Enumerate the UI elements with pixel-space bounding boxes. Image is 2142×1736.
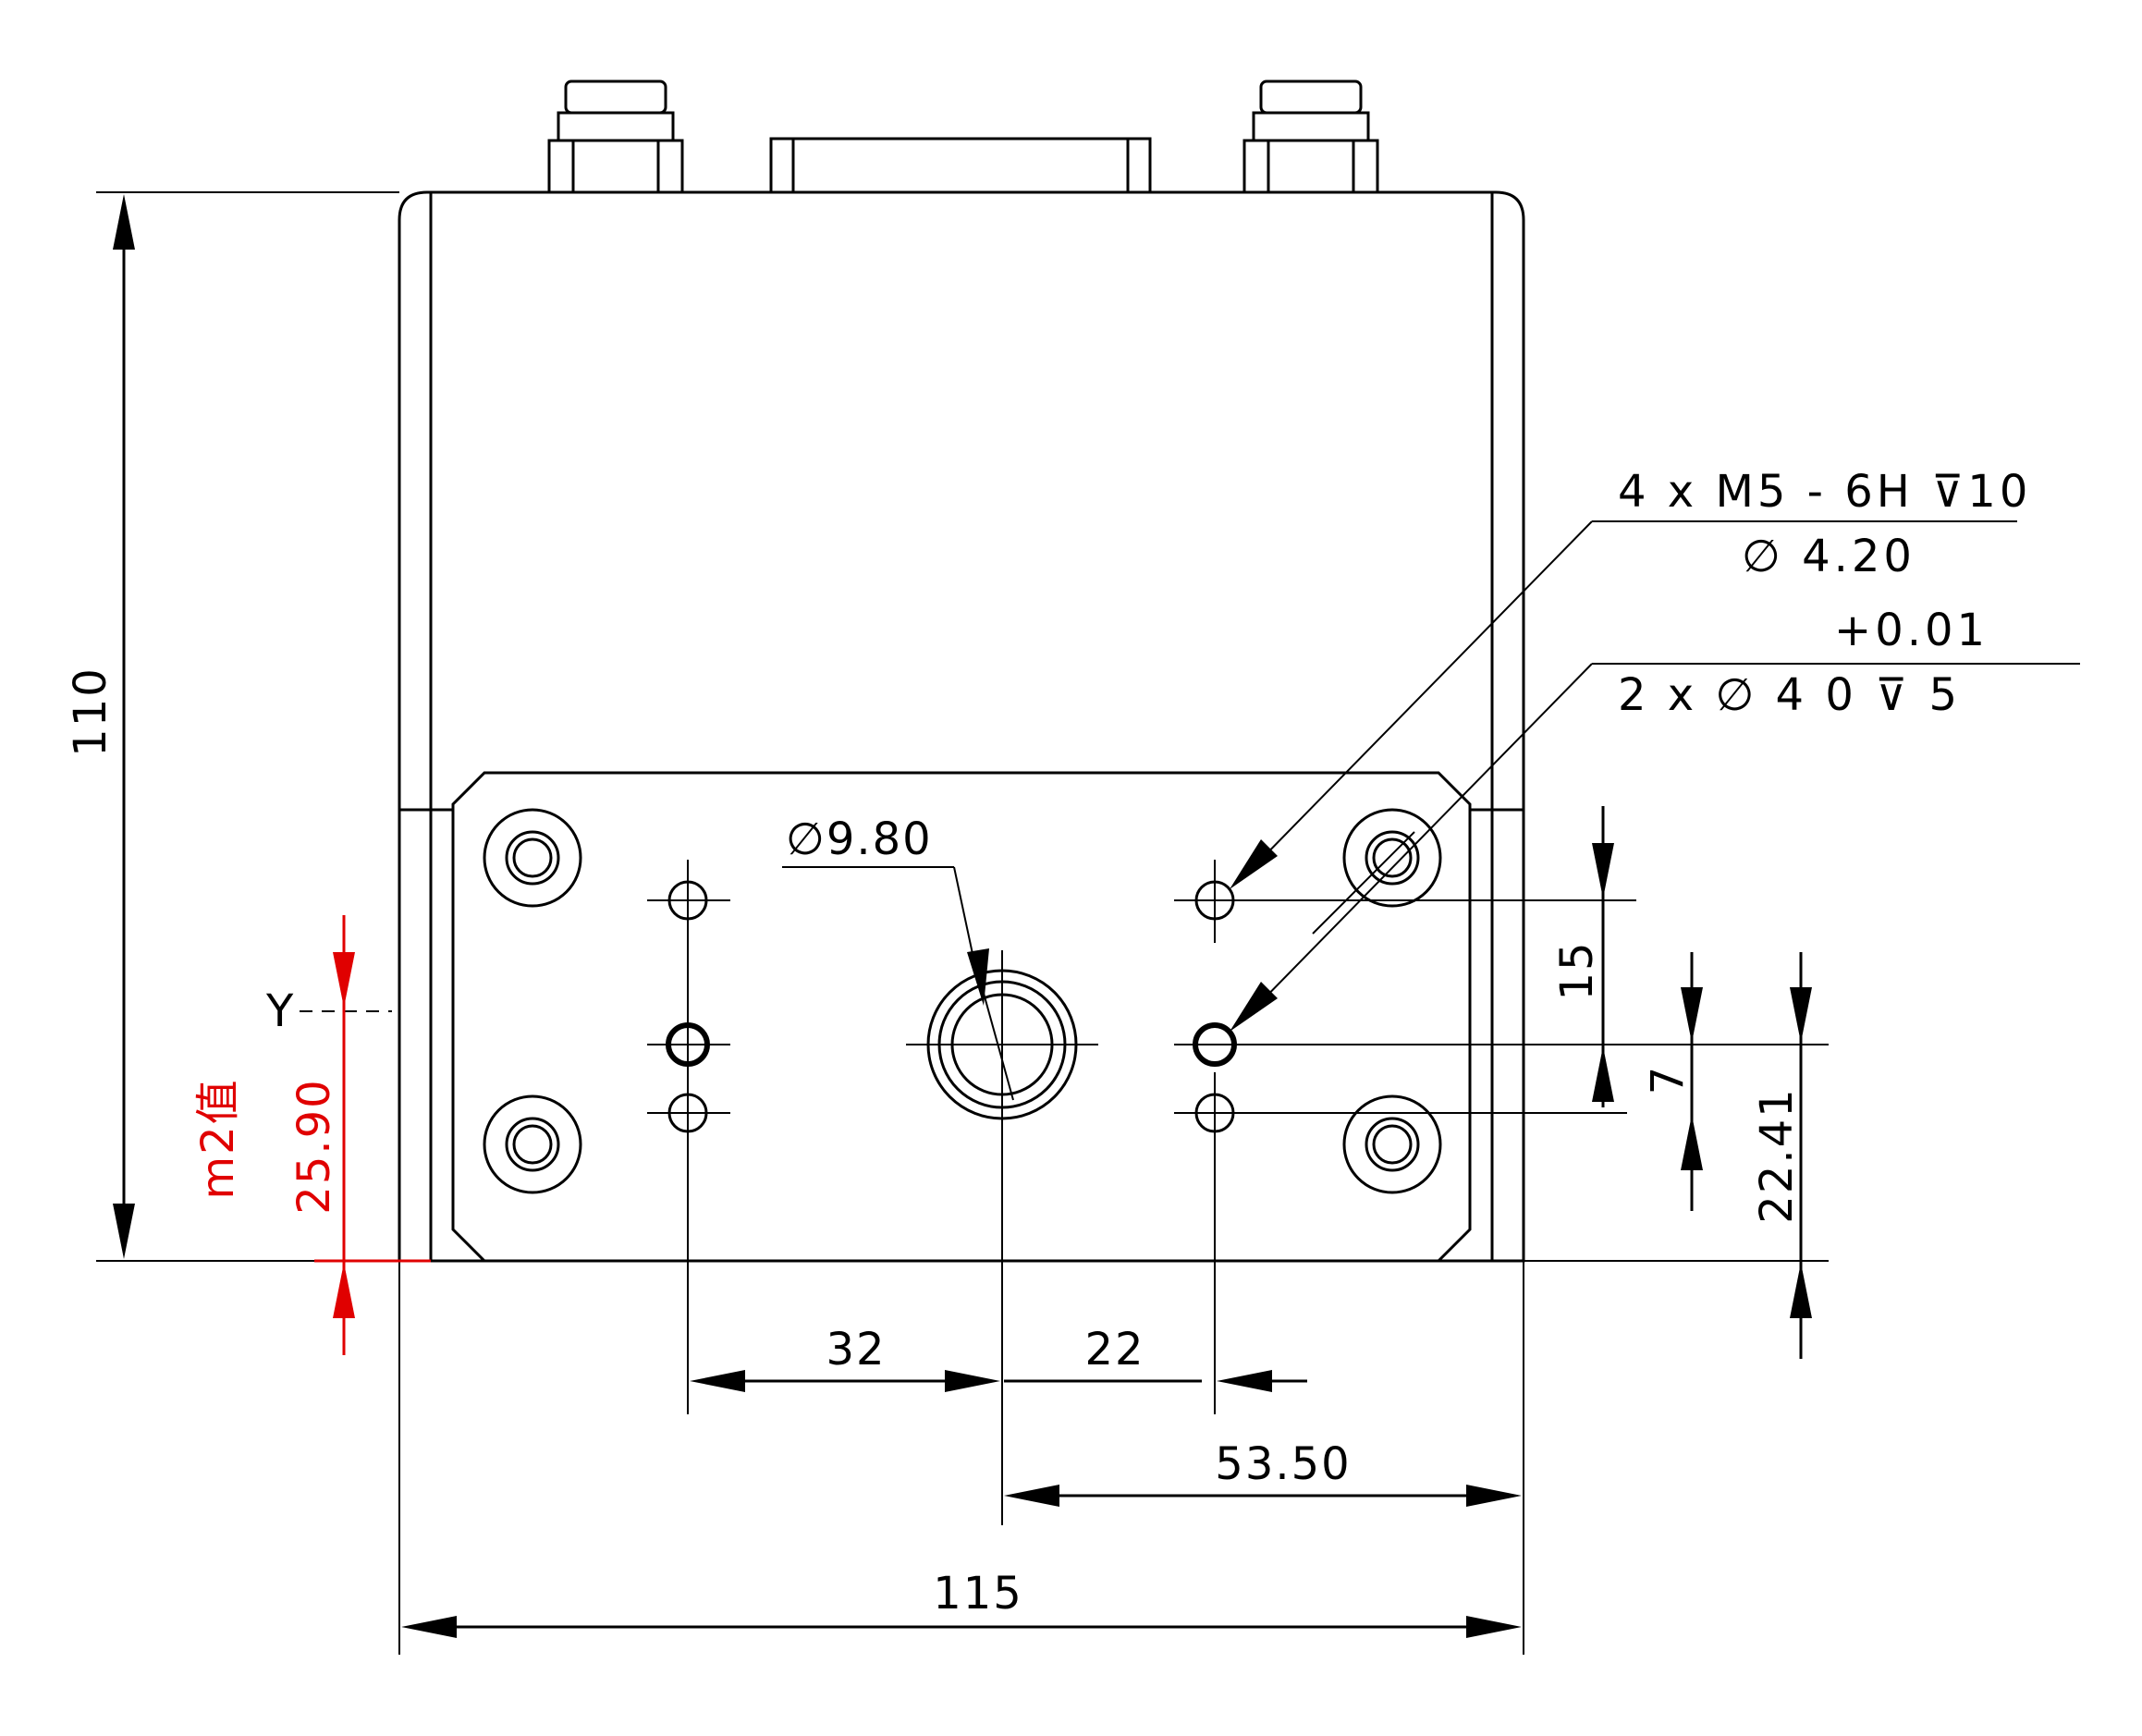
pin-tolerance: +0.01 [1834,605,1989,656]
dim-22-41: 22.41 [1524,952,1829,1359]
dim-32-label: 32 [826,1324,886,1375]
dim-15-label: 15 [1551,940,1603,1000]
corner-hole-top-left [483,808,582,908]
dim-7: 7 [1642,952,1703,1211]
dim-53-50-label: 53.50 [1215,1438,1351,1490]
main-body [398,190,1525,1263]
dim-110: 110 [65,191,399,1262]
corner-hole-bottom-right [1342,1094,1442,1194]
central-bore [906,950,1098,1525]
dim-22: 22 [1004,1324,1307,1392]
pin-hole-right [1174,1022,1829,1067]
left-fitting [547,79,684,194]
thread-spec-line1: 4 x M5 - 6H ⊽10 [1618,466,2031,518]
dim-22-label: 22 [1084,1324,1144,1375]
thread-callout: 4 x M5 - 6H ⊽10 ∅ 4.20 [1230,466,2031,889]
pin-hole-left [647,924,730,1414]
mounting-plate [451,771,1472,1263]
y-reference: Y [265,985,392,1037]
y-axis-label: Y [265,985,295,1037]
pin-callout: +0.01 2 x ∅ 4 0 ⊽ 5 [1230,605,2080,1032]
dim-115: 115 [398,1261,1524,1655]
dim-110-label: 110 [65,666,116,757]
dim-15: 15 [1551,806,1614,1107]
dim-115-label: 115 [933,1568,1023,1620]
dim-53-50: 53.50 [1004,1438,1522,1507]
top-connector [769,137,1152,194]
m2-value: 25.90 [288,1078,340,1214]
dim-7-label: 7 [1642,1065,1694,1095]
thread-spec-line2: ∅ 4.20 [1742,531,1916,582]
corner-hole-top-right [1342,808,1442,908]
m2-dimension: m2值 25.90 [192,915,431,1355]
threaded-hole-br [1174,1072,1627,1414]
right-fitting [1242,79,1379,194]
dim-22-41-label: 22.41 [1751,1087,1803,1223]
corner-hole-bottom-left [483,1094,582,1194]
dim-32: 32 [690,1324,1000,1392]
bore-callout: ∅9.80 [782,813,1014,1101]
m2-label: m2值 [192,1078,244,1199]
bore-diameter-label: ∅9.80 [786,813,933,865]
threaded-hole-tr [1174,860,1636,943]
pin-spec-line1: 2 x ∅ 4 0 ⊽ 5 [1618,669,1961,721]
